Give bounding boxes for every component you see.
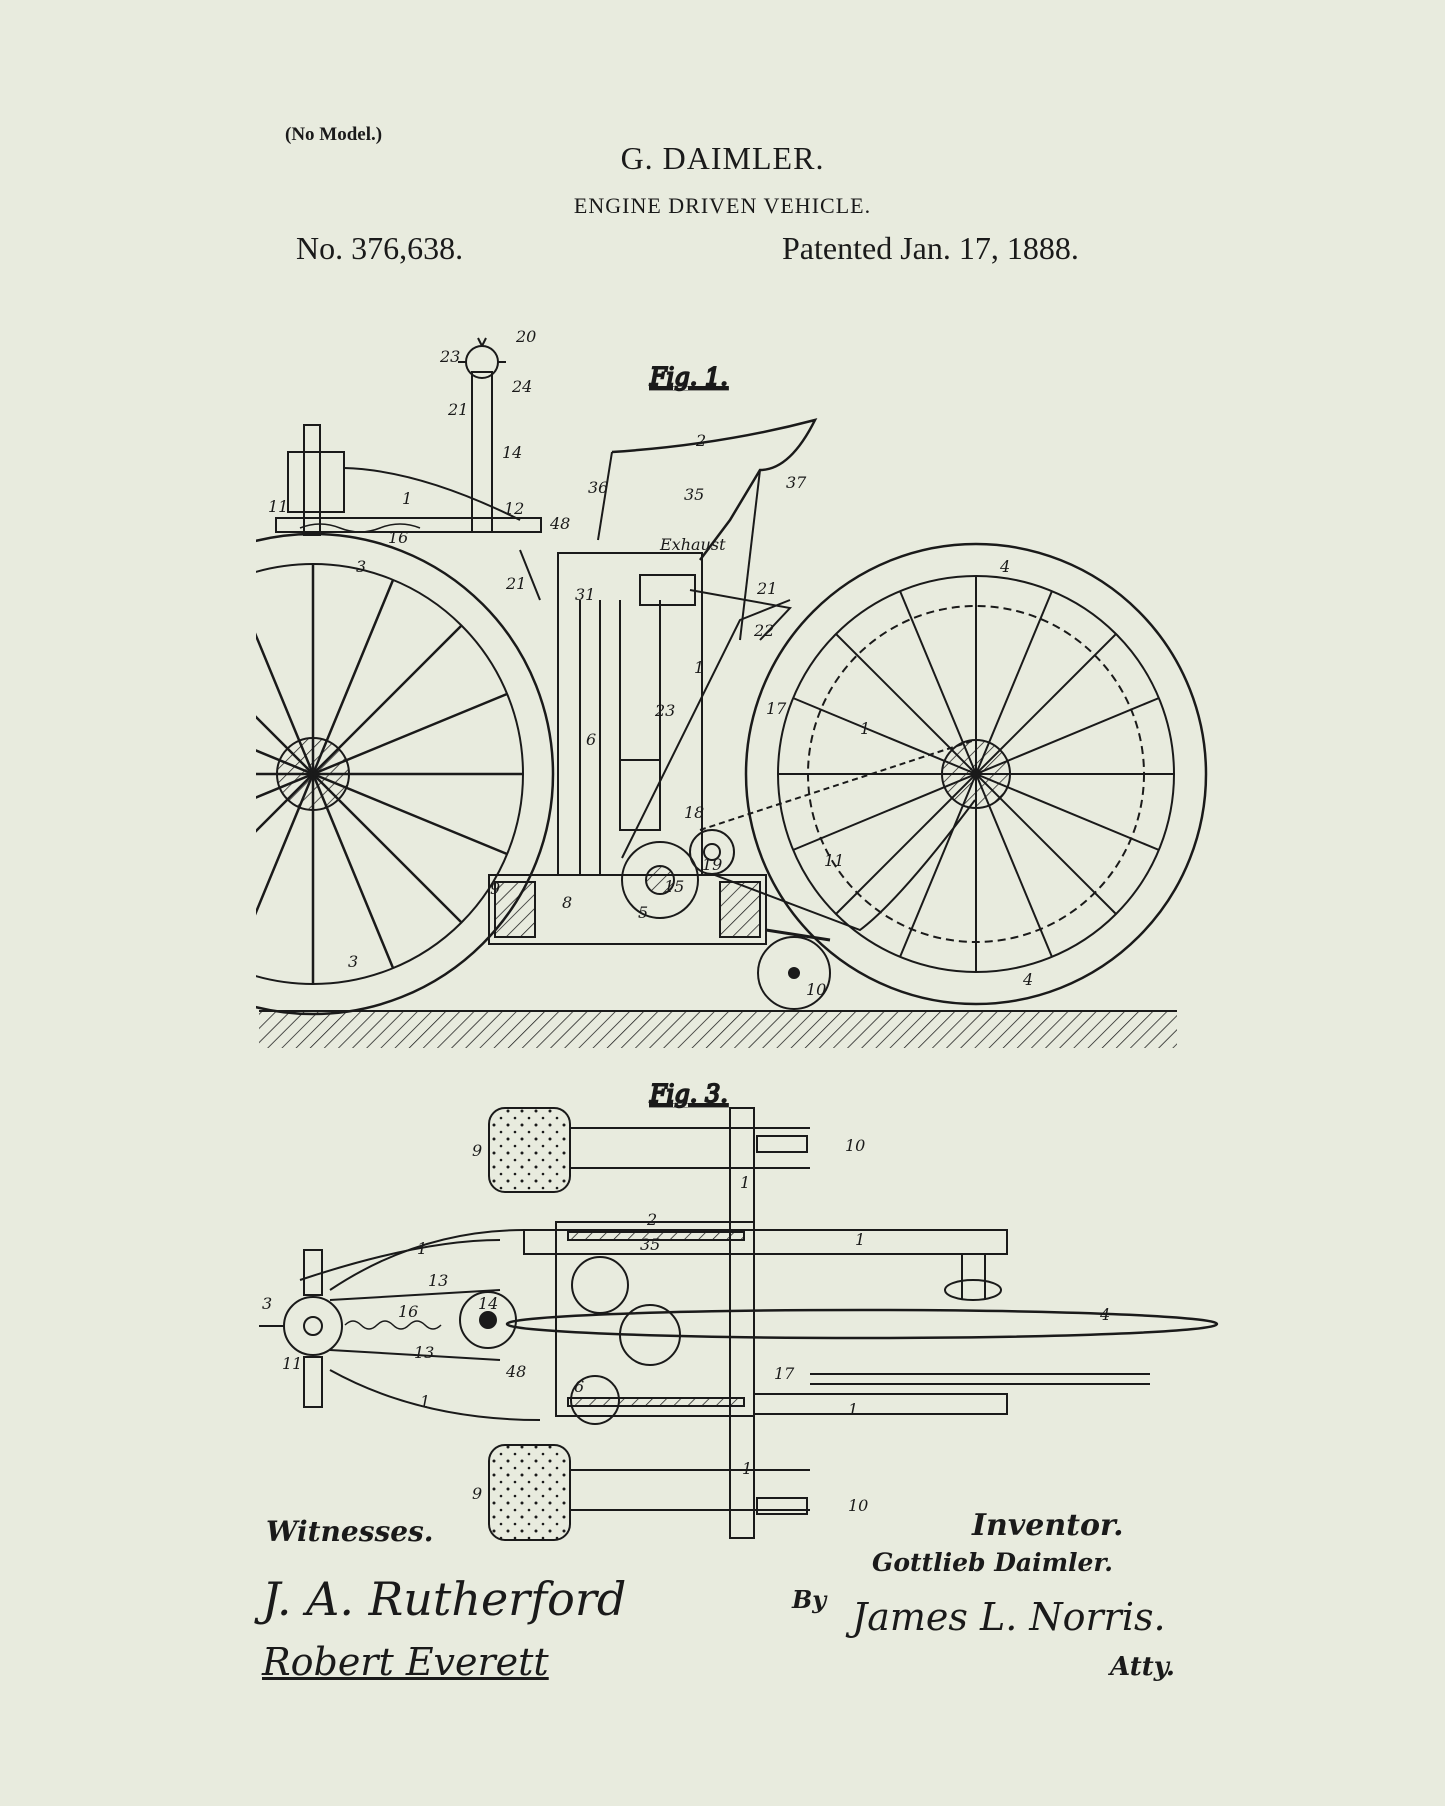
reference-numeral: 23 (654, 701, 675, 720)
reference-numeral: 22 (753, 621, 774, 640)
reference-numeral: 1 (848, 1400, 858, 1419)
reference-numeral: 11 (824, 851, 844, 870)
reference-numeral: Exhaust (659, 535, 726, 554)
ground-hatching (259, 1011, 1177, 1048)
witness-signature-2: Robert Everett (262, 1640, 549, 1684)
reference-numeral: 36 (588, 478, 608, 497)
reference-numeral: 15 (664, 877, 684, 896)
reference-numeral: 4 (1022, 970, 1033, 989)
reference-numeral: 21 (756, 579, 777, 598)
figure-3: Fig. 3. 10 9 1 2 1 35 1 (259, 1079, 1219, 1541)
inventor-label: Inventor. (972, 1508, 1124, 1543)
reference-numeral: 18 (684, 803, 704, 822)
reference-numeral: 12 (504, 499, 524, 518)
reference-numeral: 16 (388, 528, 408, 547)
witnesses-label: Witnesses. (266, 1515, 434, 1548)
reference-numeral: 48 (549, 514, 570, 533)
reference-numeral: 10 (845, 1136, 865, 1155)
reference-numeral: 35 (640, 1235, 660, 1254)
patent-date: Patented Jan. 17, 1888. (782, 230, 1079, 266)
fig1-reference-numerals: 20 23 24 21 14 2 36 35 37 11 1 12 48 16 … (268, 327, 1033, 999)
reference-numeral: 20 (515, 327, 536, 346)
reference-numeral: 5 (638, 903, 648, 922)
front-wheel (744, 542, 1208, 1006)
reference-numeral: 3 (356, 557, 366, 576)
reference-numeral: 1 (742, 1459, 752, 1478)
reference-numeral: 21 (447, 400, 468, 419)
reference-numeral: 1 (694, 658, 704, 677)
reference-numeral: 48 (505, 1362, 526, 1381)
reference-numeral: 6 (574, 1377, 584, 1396)
reference-numeral: 21 (505, 574, 526, 593)
figure-1-label: Fig. 1. (649, 363, 728, 391)
figure-3-label: Fig. 3. (649, 1080, 728, 1108)
reference-numeral: 9 (472, 1484, 482, 1503)
patent-title: ENGINE DRIVEN VEHICLE. (573, 193, 872, 218)
reference-numeral: 6 (586, 730, 596, 749)
reference-numeral: 13 (414, 1343, 434, 1362)
inventor-heading: G. DAIMLER. (620, 140, 825, 176)
reference-numeral: 10 (848, 1496, 868, 1515)
reference-numeral: 16 (398, 1302, 418, 1321)
reference-numeral: 1 (855, 1230, 865, 1249)
fig3-reference-numerals: 10 9 1 2 1 35 1 13 3 16 14 13 4 11 48 17… (262, 1136, 1110, 1515)
reference-numeral: 14 (478, 1294, 498, 1313)
reference-numeral: 19 (702, 855, 722, 874)
reference-numeral: 35 (684, 485, 704, 504)
reference-numeral: 31 (575, 585, 595, 604)
rear-wheel (256, 532, 555, 1016)
reference-numeral: 2 (695, 431, 706, 450)
reference-numeral: 1 (417, 1239, 427, 1258)
attorney-signature: James L. Norris. (852, 1595, 1166, 1639)
reference-numeral: 1 (740, 1173, 750, 1192)
reference-numeral: 3 (262, 1294, 272, 1313)
reference-numeral: 10 (806, 980, 826, 999)
reference-numeral: 9 (490, 879, 500, 898)
reference-numeral: 1 (860, 719, 870, 738)
inventor-name: Gottlieb Daimler. (872, 1548, 1114, 1577)
by-label: By (792, 1585, 827, 1614)
reference-numeral: 9 (472, 1141, 482, 1160)
reference-numeral: 1 (420, 1392, 430, 1411)
reference-numeral: 37 (786, 473, 807, 492)
witness-signature-1: J. A. Rutherford (262, 1572, 627, 1626)
reference-numeral: 23 (439, 347, 460, 366)
frame-and-engine (275, 337, 976, 1010)
figure-1: Fig. 1. (256, 327, 1208, 1048)
patent-number: No. 376,638. (296, 230, 464, 266)
reference-numeral: 1 (402, 489, 412, 508)
reference-numeral: 11 (268, 497, 288, 516)
atty-label: Atty. (1110, 1652, 1175, 1682)
reference-numeral: 4 (1099, 1305, 1110, 1324)
no-model-note: (No Model.) (285, 124, 383, 145)
reference-numeral: 4 (999, 557, 1010, 576)
reference-numeral: 24 (511, 377, 532, 396)
reference-numeral: 14 (502, 443, 522, 462)
reference-numeral: 3 (348, 952, 358, 971)
reference-numeral: 11 (282, 1354, 302, 1373)
reference-numeral: 17 (766, 699, 787, 718)
reference-numeral: 13 (428, 1271, 448, 1290)
reference-numeral: 2 (646, 1210, 657, 1229)
reference-numeral: 8 (562, 893, 572, 912)
reference-numeral: 17 (774, 1364, 795, 1383)
